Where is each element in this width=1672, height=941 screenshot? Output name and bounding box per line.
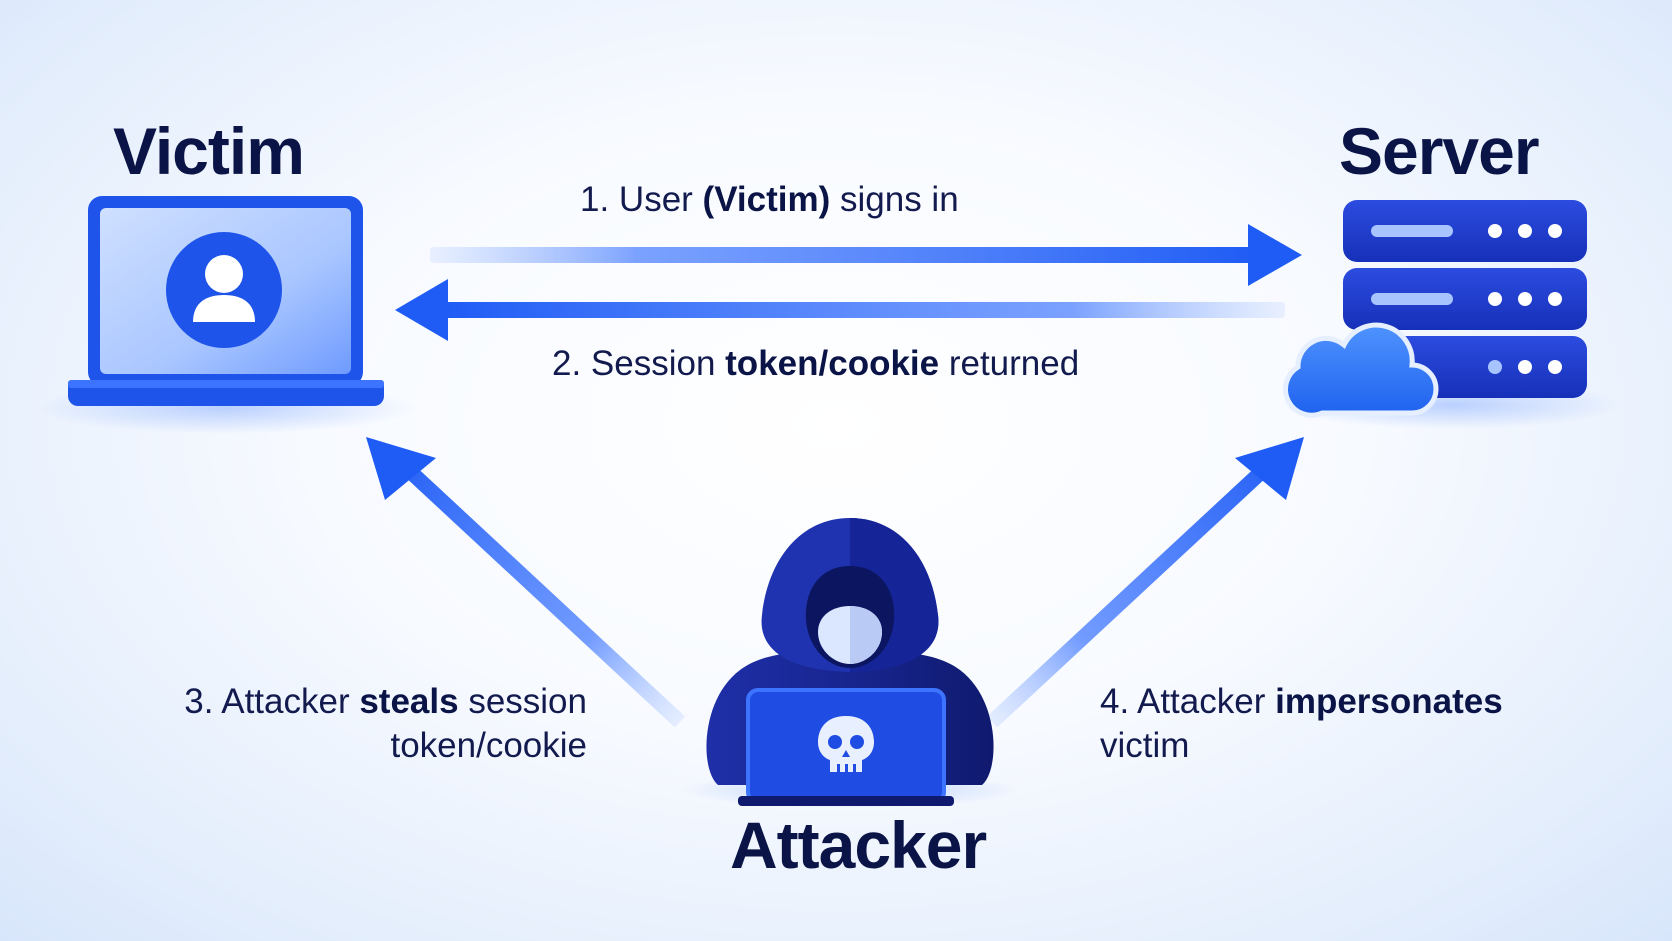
arrow-impersonates xyxy=(986,437,1304,728)
hooded-hacker-icon xyxy=(680,518,1020,808)
step-3-bold: steals xyxy=(359,682,459,721)
step-1-label: 1. User (Victim) signs in xyxy=(580,178,959,222)
attacker-title: Attacker xyxy=(730,808,987,882)
victim-title: Victim xyxy=(113,114,305,188)
step-3-post: session xyxy=(458,682,587,721)
step-4-line2: victim xyxy=(1100,726,1190,765)
server-title: Server xyxy=(1339,114,1540,188)
step-4-pre: 4. Attacker xyxy=(1100,682,1276,721)
laptop-user-icon xyxy=(36,196,416,434)
step-2-pre: 2. Session xyxy=(552,344,726,383)
step-4-label: 4. Attacker impersonates victim xyxy=(1100,680,1503,768)
step-3-pre: 3. Attacker xyxy=(184,682,360,721)
arrow-token-returned xyxy=(395,279,1285,341)
arrow-signin xyxy=(430,224,1302,286)
step-1-post: signs in xyxy=(830,180,959,219)
skull-icon xyxy=(818,716,874,772)
step-4-bold: impersonates xyxy=(1275,682,1503,721)
step-2-label: 2. Session token/cookie returned xyxy=(552,342,1079,386)
step-2-post: returned xyxy=(939,344,1080,383)
arrow-steals xyxy=(366,437,686,728)
cloud-icon xyxy=(1283,322,1439,418)
step-1-pre: 1. User xyxy=(580,180,703,219)
step-3-line2: token/cookie xyxy=(390,726,587,765)
step-2-bold: token/cookie xyxy=(725,344,940,383)
step-3-label: 3. Attacker steals session token/cookie xyxy=(150,680,587,768)
step-1-bold: (Victim) xyxy=(702,180,831,219)
